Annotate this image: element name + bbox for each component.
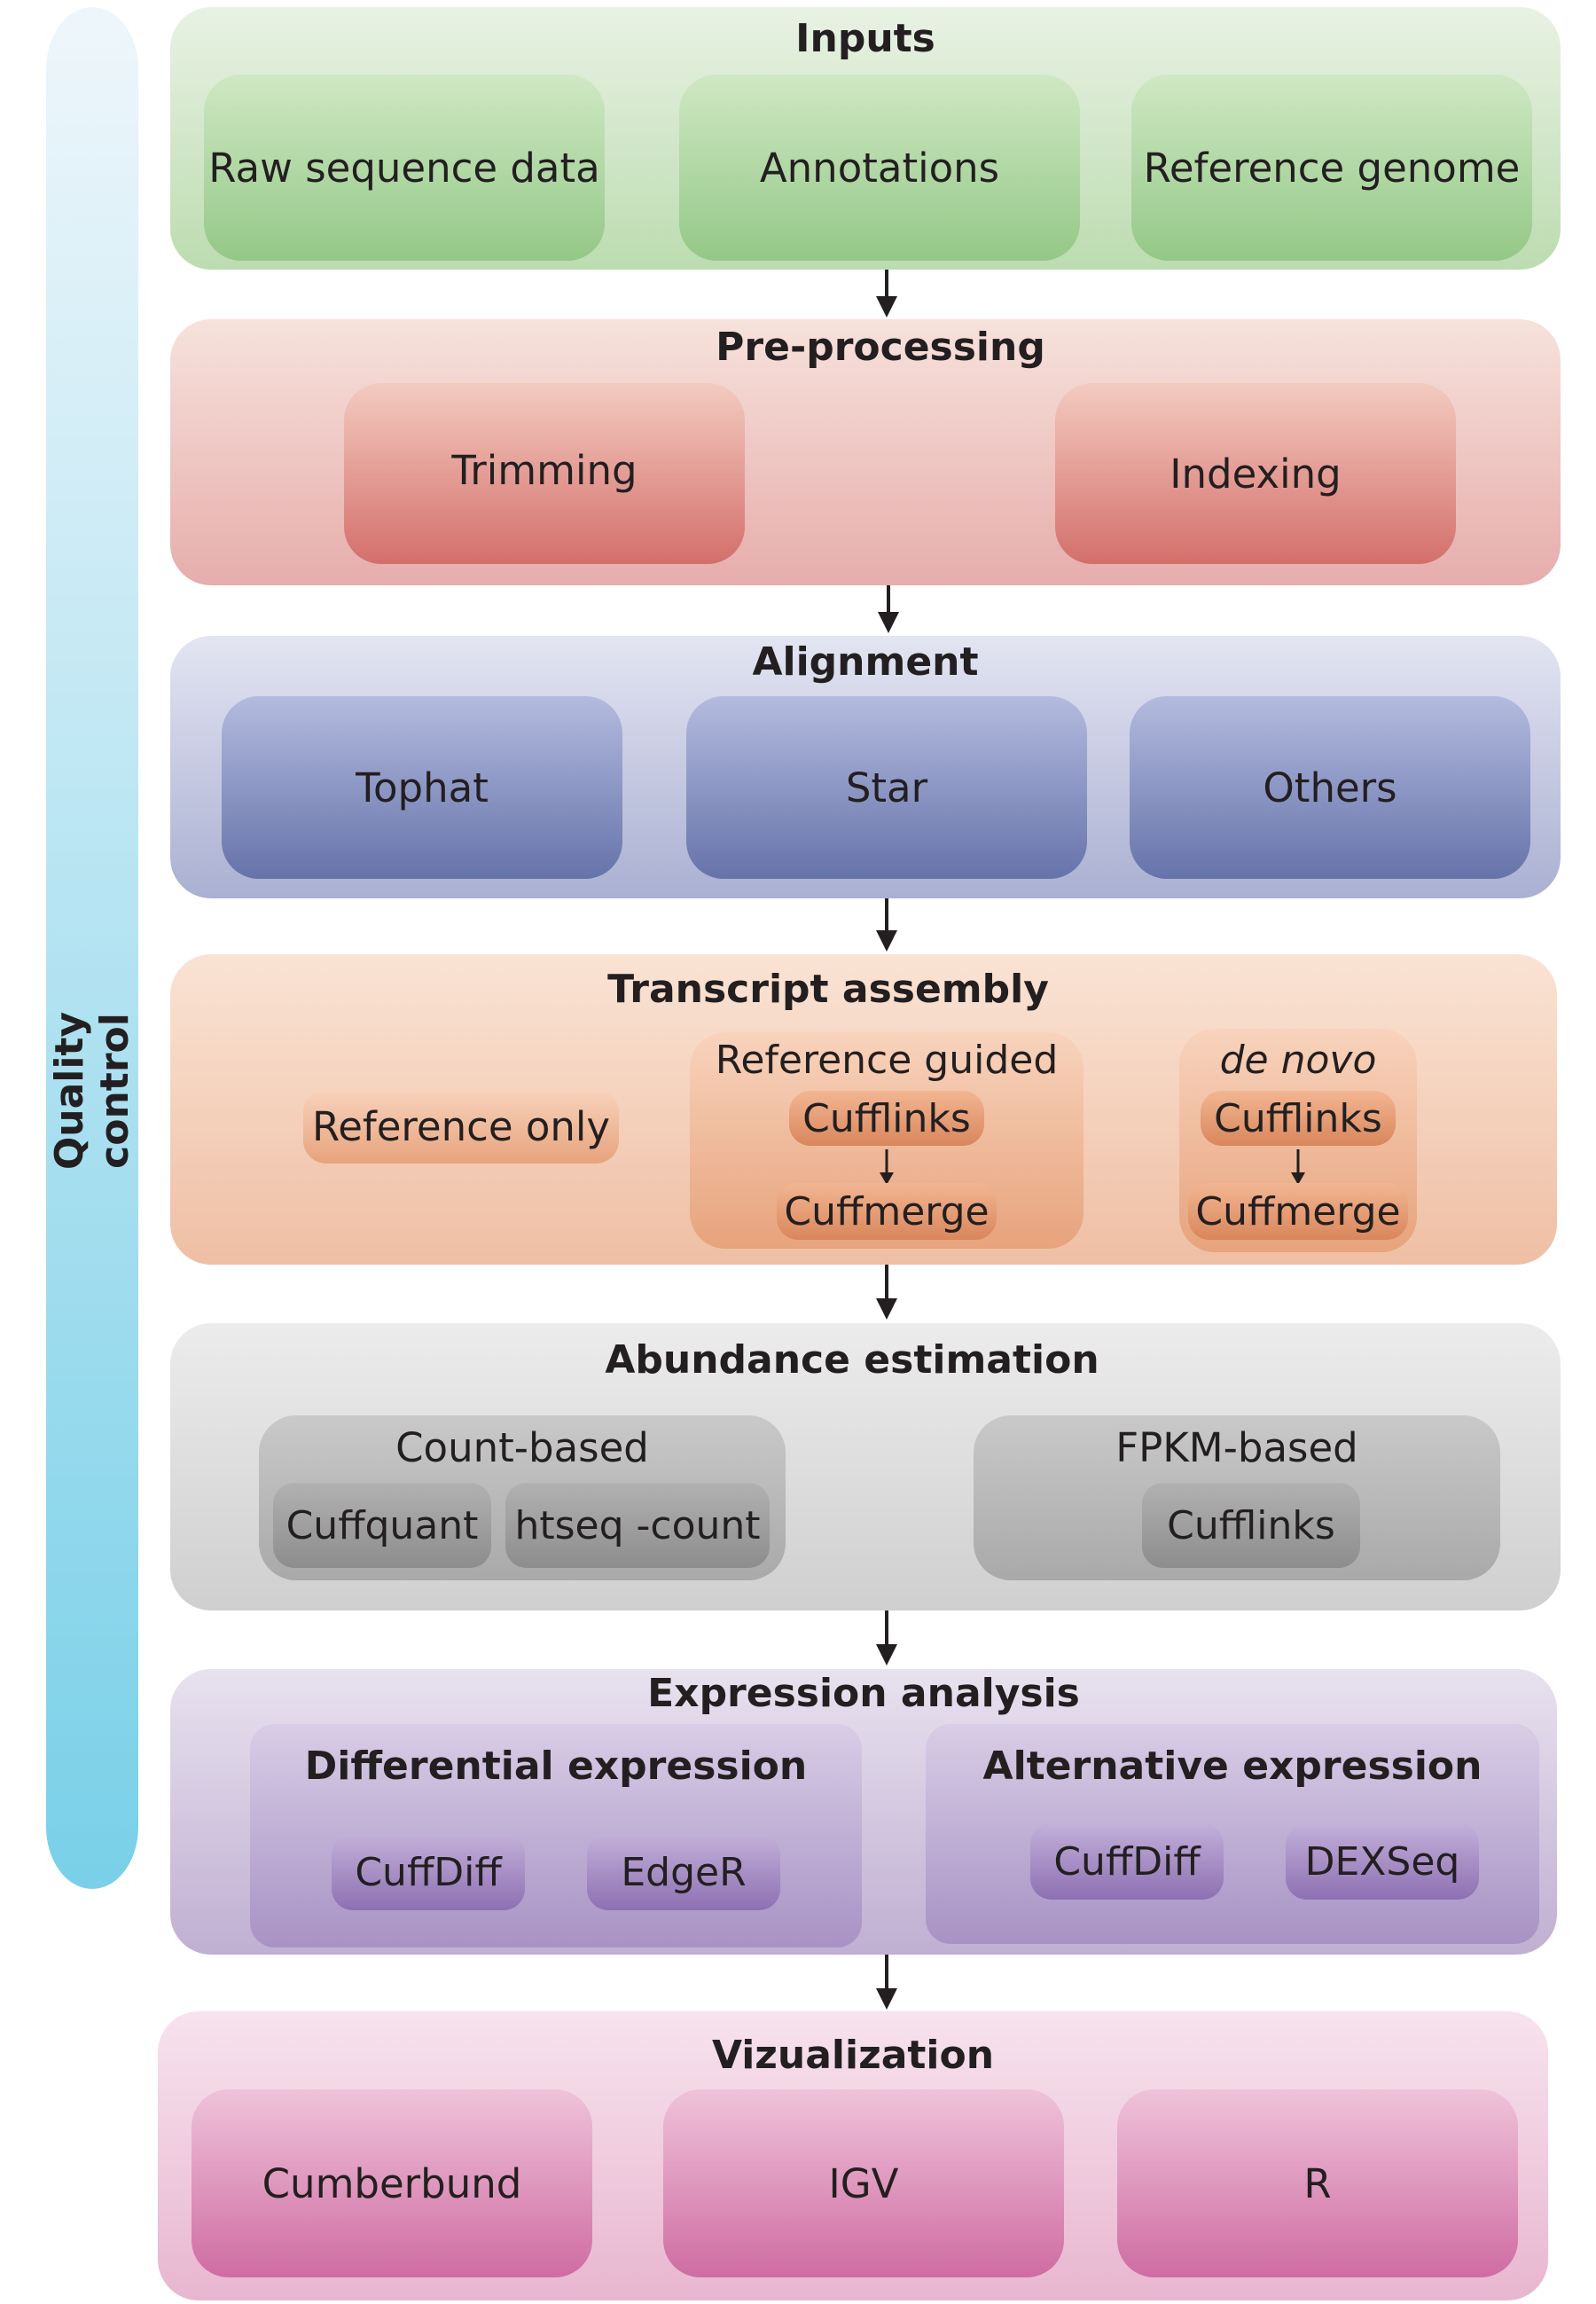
arrow-down-icon <box>880 1149 894 1185</box>
arrow-down-icon <box>876 898 897 952</box>
box-cumberbund: Cumberbund <box>192 2089 592 2277</box>
box-reference-only: Reference only <box>303 1089 619 1164</box>
box-trimming: Trimming <box>344 383 745 564</box>
stage-title-assembly: Transcript assembly <box>607 967 1049 1012</box>
group-differential-expression: Differential expression CuffDiff EdgeR <box>250 1724 862 1947</box>
stage-expression-analysis: Expression analysis Differential express… <box>170 1669 1557 1955</box>
tool-cuffdiff-differential: CuffDiff <box>332 1834 525 1910</box>
arrow-down-icon <box>876 270 897 317</box>
group-label-reference-guided: Reference guided <box>715 1038 1059 1083</box>
box-indexing: Indexing <box>1055 383 1456 564</box>
stage-title-expression: Expression analysis <box>647 1671 1080 1716</box>
stage-title-preprocessing: Pre-processing <box>716 325 1045 370</box>
stage-preprocessing: Pre-processing Trimming Indexing <box>170 319 1561 585</box>
group-alternative-expression: Alternative expression CuffDiff DEXSeq <box>926 1724 1539 1944</box>
group-de-novo: de novo Cufflinks Cuffmerge <box>1179 1029 1417 1252</box>
tool-cuffquant: Cuffquant <box>273 1483 491 1568</box>
quality-control-label: Quality control <box>47 1011 137 1171</box>
stage-title-alignment: Alignment <box>752 639 979 685</box>
quality-control-bar <box>46 7 138 1889</box>
group-count-based: Count-based Cuffquant htseq -count <box>259 1415 786 1580</box>
arrow-down-icon <box>876 1955 897 2010</box>
tool-dexseq: DEXSeq <box>1286 1823 1479 1900</box>
tool-cuffdiff-alternative: CuffDiff <box>1030 1823 1224 1900</box>
group-label-differential: Differential expression <box>304 1744 808 1789</box>
box-others: Others <box>1130 696 1530 879</box>
arrow-down-icon <box>876 1265 897 1320</box>
stage-transcript-assembly: Transcript assembly Reference only Refer… <box>170 954 1557 1265</box>
stage-title-inputs: Inputs <box>795 16 935 61</box>
box-igv: IGV <box>663 2089 1064 2277</box>
arrow-down-icon <box>1291 1149 1305 1185</box>
step-cuffmerge-guided: Cuffmerge <box>777 1183 997 1240</box>
stage-title-visualization: Vizualization <box>711 2033 995 2078</box>
arrow-down-icon <box>878 585 899 633</box>
stage-inputs: Inputs Raw sequence data Annotations Ref… <box>170 7 1561 270</box>
box-r: R <box>1117 2089 1518 2277</box>
tool-cufflinks-fpkm: Cufflinks <box>1142 1483 1360 1568</box>
step-cuffmerge-de-novo: Cuffmerge <box>1188 1183 1408 1240</box>
stage-abundance-estimation: Abundance estimation Count-based Cuffqua… <box>170 1323 1561 1610</box>
box-reference-genome: Reference genome <box>1131 74 1532 261</box>
tool-htseq-count: htseq -count <box>505 1483 770 1568</box>
group-label-de-novo: de novo <box>1219 1038 1377 1083</box>
box-raw-sequence-data: Raw sequence data <box>204 74 605 261</box>
step-cufflinks-de-novo: Cufflinks <box>1201 1091 1396 1146</box>
box-annotations: Annotations <box>679 74 1080 261</box>
group-fpkm-based: FPKM-based Cufflinks <box>974 1415 1500 1580</box>
tool-edger: EdgeR <box>587 1834 780 1910</box>
group-label-count-based: Count-based <box>395 1424 649 1471</box>
step-cufflinks-guided: Cufflinks <box>789 1091 984 1146</box>
box-tophat: Tophat <box>222 696 622 879</box>
group-label-alternative: Alternative expression <box>982 1744 1483 1789</box>
arrow-down-icon <box>876 1610 897 1665</box>
stage-title-abundance: Abundance estimation <box>605 1337 1099 1383</box>
stage-alignment: Alignment Tophat Star Others <box>170 636 1561 898</box>
box-star: Star <box>686 696 1087 879</box>
stage-visualization: Vizualization Cumberbund IGV R <box>158 2011 1548 2300</box>
group-reference-guided: Reference guided Cufflinks Cuffmerge <box>690 1032 1084 1249</box>
group-label-fpkm-based: FPKM-based <box>1115 1424 1358 1471</box>
